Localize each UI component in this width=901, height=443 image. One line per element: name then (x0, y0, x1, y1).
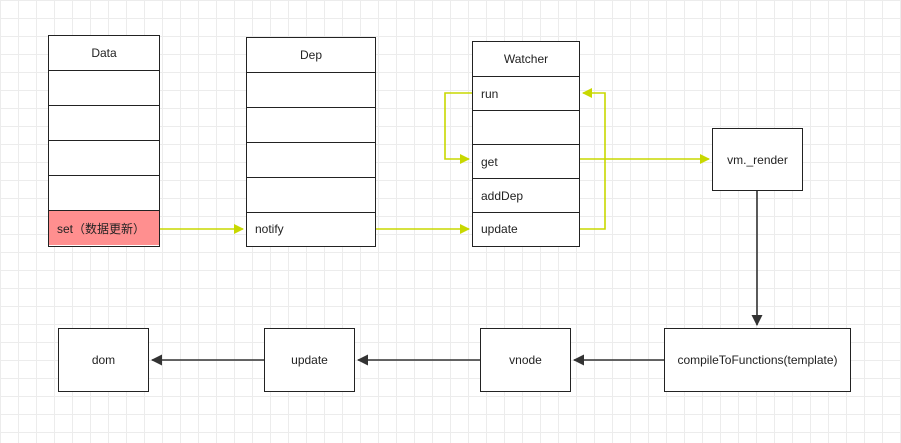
watcher-run-row: run (473, 77, 579, 111)
data-table-row (49, 141, 159, 176)
watcher-table-row (473, 111, 579, 145)
dom-box: dom (58, 328, 149, 392)
data-table-row (49, 106, 159, 141)
watcher-update-row: update (481, 222, 518, 236)
data-table-row (49, 176, 159, 211)
dep-table-row (247, 178, 375, 213)
watcher-table: Watcher run get addDep update (472, 41, 580, 247)
update-to-run-loop-arrow (580, 88, 606, 230)
dep-table-row (247, 73, 375, 108)
watcher-adddep-row: addDep (473, 179, 579, 213)
data-table-row (49, 71, 159, 106)
vnode-box: vnode (480, 328, 571, 392)
data-set-row: set（数据更新） (49, 211, 159, 245)
update-box: update (264, 328, 355, 392)
watcher-table-header: Watcher (473, 42, 579, 77)
compile-box: compileToFunctions(template) (664, 328, 851, 392)
watcher-get-row: get (473, 145, 579, 179)
data-table: Data set（数据更新） (48, 35, 160, 247)
vm-render-box: vm._render (712, 128, 803, 191)
data-table-header: Data (49, 36, 159, 71)
run-to-get-loop-arrow (444, 92, 472, 164)
dep-table-row (247, 108, 375, 143)
dep-table-header: Dep (247, 38, 375, 73)
dep-table: Dep notify (246, 37, 376, 247)
dep-table-row (247, 143, 375, 178)
dep-notify-row: notify (255, 222, 284, 236)
